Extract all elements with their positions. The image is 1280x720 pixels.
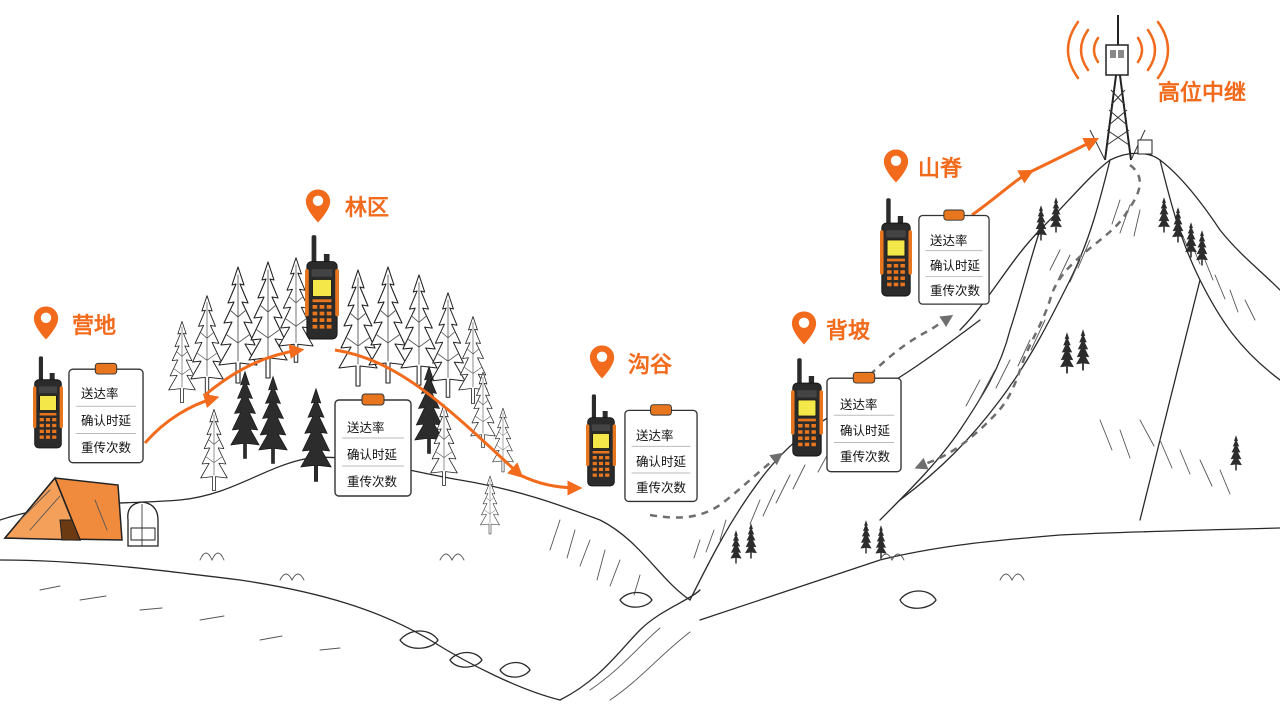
metric-ack-latency: 确认时延	[636, 454, 687, 469]
radio-tower-icon	[1066, 15, 1170, 161]
metric-ack-latency: 确认时延	[347, 447, 398, 462]
location-pin-icon	[883, 149, 909, 183]
station-label: 林区	[345, 196, 389, 221]
walkie-talkie-icon	[880, 197, 912, 297]
walkie-talkie-icon	[305, 234, 339, 340]
dashed-route	[649, 164, 1142, 519]
metric-retransmissions: 重传次数	[81, 440, 132, 455]
backpack-icon	[127, 501, 159, 547]
station-camp: 营地 送达率 确认时延 重传次数	[33, 306, 144, 464]
metric-retransmissions: 重传次数	[840, 449, 891, 464]
relay-label: 高位中继	[1158, 80, 1246, 106]
station-label: 营地	[72, 314, 116, 339]
metric-retransmissions: 重传次数	[930, 283, 981, 298]
metric-retransmissions: 重传次数	[347, 474, 398, 489]
location-pin-icon	[305, 189, 331, 223]
metric-delivery-rate: 送达率	[347, 420, 385, 435]
metric-delivery-rate: 送达率	[930, 233, 968, 248]
metric-delivery-rate: 送达率	[636, 428, 674, 443]
station-label: 山脊	[918, 156, 963, 182]
station-label: 背坡	[826, 319, 870, 344]
walkie-talkie-icon	[33, 355, 63, 449]
metric-delivery-rate: 送达率	[840, 397, 878, 412]
metric-delivery-rate: 送达率	[81, 386, 119, 401]
station-forest: 林区 送达率 确认时延 重传次数	[305, 189, 412, 497]
station-ridge: 山脊 送达率 确认时延 重传次数	[880, 149, 990, 305]
location-pin-icon	[791, 311, 817, 345]
station-valley: 沟谷 送达率 确认时延 重传次数	[586, 345, 698, 503]
station-backslope: 背坡 送达率 确认时延 重传次数	[791, 311, 902, 473]
walkie-talkie-icon	[791, 357, 823, 457]
tent-icon	[3, 476, 123, 541]
solid-route	[143, 137, 1100, 496]
metric-ack-latency: 确认时延	[930, 258, 981, 273]
metric-retransmissions: 重传次数	[636, 480, 687, 495]
location-pin-icon	[589, 345, 615, 379]
metric-ack-latency: 确认时延	[81, 413, 132, 428]
station-label: 沟谷	[628, 352, 673, 378]
location-pin-icon	[33, 306, 59, 340]
walkie-talkie-icon	[586, 393, 616, 487]
metric-ack-latency: 确认时延	[840, 423, 891, 438]
